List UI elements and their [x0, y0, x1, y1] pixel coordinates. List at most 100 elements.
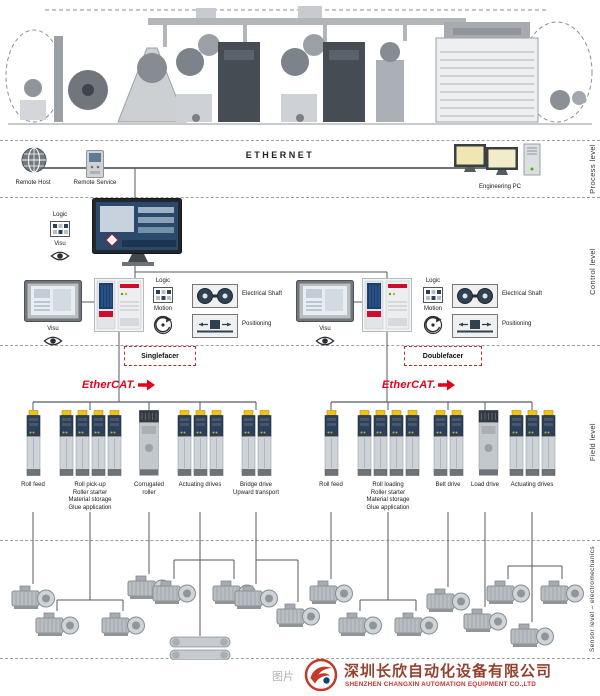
level-separator	[0, 197, 600, 198]
servo-drive-module	[449, 410, 464, 476]
servo-drive-module	[26, 410, 41, 476]
roller-motor-unit	[169, 636, 231, 648]
servo-drive-module	[389, 410, 404, 476]
engineering-pc-icon	[454, 143, 541, 176]
servo-drive-module	[107, 410, 122, 476]
remote-service-label: Remote Service	[73, 180, 117, 186]
company-name-en: SHENZHEN CHANGXIN AUTOMATION EQUIPMENT C…	[345, 681, 537, 688]
group-label-actuating-drives: Actuating drives	[178, 482, 222, 488]
servo-drive-module	[541, 410, 556, 476]
logic-icon	[153, 287, 173, 303]
motor-icon	[309, 580, 353, 605]
motion-label: Motion	[423, 306, 442, 312]
level-separator	[0, 345, 600, 346]
electrical-shaft-icon	[192, 284, 238, 308]
sensor-level-graphics	[11, 512, 584, 660]
plc-controller-left	[94, 278, 144, 332]
visu-label: Visu	[47, 326, 59, 332]
remote-host-label: Remote Host	[15, 180, 51, 186]
motor-icon	[486, 580, 530, 605]
motor-icon	[426, 588, 470, 613]
electrical-shaft-icon	[452, 284, 498, 308]
singlefacer-box: Singlefacer	[124, 346, 196, 366]
ethernet-label: ETHERNET	[245, 150, 315, 160]
engineering-pc-label: Engineering PC	[478, 184, 522, 190]
company-logo	[304, 658, 338, 692]
motor-icon	[276, 603, 320, 628]
motor-icon	[540, 580, 584, 605]
motor-icon	[510, 623, 554, 648]
servo-drive-module	[324, 410, 339, 476]
group-label-roll-feed: Roll feed	[21, 482, 45, 488]
visu-touch-panel	[24, 280, 82, 322]
level-separator	[0, 140, 600, 141]
ethercat-text: EtherCAT.	[382, 379, 436, 391]
logic-label: Logic	[425, 278, 441, 284]
positioning-label: Positioning	[502, 321, 532, 327]
main-drive-module	[139, 410, 159, 476]
partial-watermark-text: 图片	[272, 671, 294, 683]
group-label-roll-loading: Roll loading Roller starter Material sto…	[366, 482, 410, 511]
servo-drive-module	[193, 410, 208, 476]
logic-icon	[423, 287, 443, 303]
group-label-load-drive: Load drive	[470, 482, 500, 488]
servo-drive-module	[373, 410, 388, 476]
servo-drive-module	[509, 410, 524, 476]
motor-icon	[101, 612, 145, 637]
motion-icon	[423, 315, 443, 335]
servo-drive-module	[75, 410, 90, 476]
visu-label: Visu	[54, 241, 66, 247]
roller-motor-unit	[169, 649, 231, 660]
level-separator	[0, 658, 600, 659]
group-label-bridge-drive: Bridge drive Upward transport	[232, 482, 280, 496]
motor-icon	[463, 608, 507, 633]
globe-icon	[21, 147, 47, 173]
servo-drive-module	[433, 410, 448, 476]
motor-icon	[35, 612, 79, 637]
plc-controller-right	[362, 278, 412, 332]
ethercat-logo-right: EtherCAT.	[382, 378, 456, 392]
servo-drive-module	[177, 410, 192, 476]
company-name-cn: 深圳长欣自动化设备有限公司	[344, 663, 553, 680]
connection-lines-upper	[38, 167, 505, 303]
servo-drive-module	[59, 410, 74, 476]
servo-drive-module	[525, 410, 540, 476]
logic-label: Logic	[52, 212, 68, 218]
ethercat-logo-left: EtherCAT.	[82, 378, 156, 392]
motor-icon	[11, 585, 55, 610]
servo-drive-module	[357, 410, 372, 476]
visu-label: Visu	[319, 326, 331, 332]
electrical-shaft-label: Electrical Shaft	[242, 291, 283, 297]
machine-illustration	[5, 6, 593, 125]
servo-drive-module	[257, 410, 272, 476]
servo-drive-module	[241, 410, 256, 476]
group-label-roll-feed: Roll feed	[319, 482, 343, 488]
eye-icon	[43, 336, 63, 346]
motor-icon	[394, 612, 438, 637]
doublefacer-title: Doublefacer	[422, 352, 464, 360]
positioning-icon	[452, 314, 498, 338]
servo-drive-module	[91, 410, 106, 476]
motion-label: Motion	[153, 306, 172, 312]
eye-icon	[315, 336, 335, 346]
positioning-label: Positioning	[242, 321, 272, 327]
servo-drive-module	[209, 410, 224, 476]
group-label-actuating-drives: Actuating drives	[510, 482, 554, 488]
servo-drive-module	[405, 410, 420, 476]
doublefacer-box: Doublefacer	[404, 346, 482, 366]
group-label-corrugated-roller: Corrugated roller	[133, 482, 165, 496]
remote-service-icon	[86, 150, 104, 178]
field-level-graphics	[26, 332, 556, 476]
ethercat-text: EtherCAT.	[82, 379, 136, 391]
ethercat-arrow-icon	[137, 379, 155, 391]
eye-icon	[50, 251, 70, 261]
ethercat-arrow-icon	[437, 379, 455, 391]
visu-touch-panel	[296, 280, 354, 322]
singlefacer-title: Singlefacer	[141, 352, 179, 360]
motion-icon	[153, 315, 173, 335]
main-drive-module	[478, 410, 499, 476]
group-label-belt-drive: Belt drive	[435, 482, 461, 488]
motor-icon	[338, 612, 382, 637]
control-monitor	[92, 198, 182, 266]
